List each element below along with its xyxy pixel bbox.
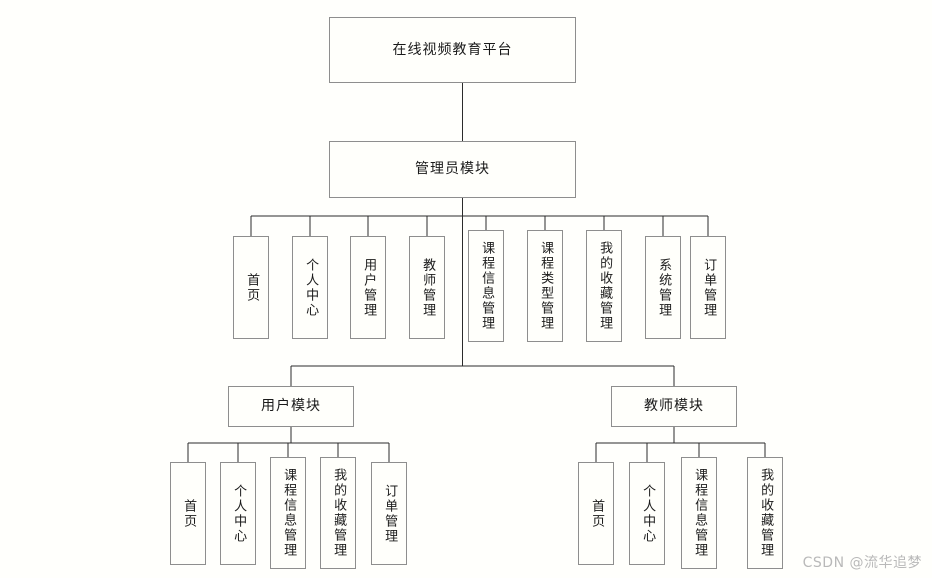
node-label: 我的收藏管理 [331, 468, 347, 558]
node-user-course-info-management[interactable]: 课程信息管理 [270, 457, 306, 569]
node-admin-order-management[interactable]: 订单管理 [690, 236, 726, 339]
node-label: 用户管理 [361, 257, 377, 318]
node-label: 个人中心 [640, 483, 656, 544]
node-label: 用户模块 [261, 398, 321, 415]
node-label: 教师模块 [644, 398, 704, 415]
node-label: 管理员模块 [415, 161, 490, 178]
node-label: 首页 [589, 498, 605, 529]
node-admin-system-management[interactable]: 系统管理 [645, 236, 681, 339]
node-teacher-personal-center[interactable]: 个人中心 [629, 462, 665, 565]
node-admin-course-type-management[interactable]: 课程类型管理 [527, 230, 563, 342]
node-platform-root[interactable]: 在线视频教育平台 [329, 17, 576, 83]
node-user-my-favorites-management[interactable]: 我的收藏管理 [320, 457, 356, 569]
node-label: 系统管理 [656, 257, 672, 318]
node-admin-home[interactable]: 首页 [233, 236, 269, 339]
node-user-order-management[interactable]: 订单管理 [371, 462, 407, 565]
node-label: 在线视频教育平台 [392, 41, 513, 58]
node-label: 课程信息管理 [479, 241, 495, 331]
node-label: 课程信息管理 [281, 468, 297, 558]
node-teacher-course-info-management[interactable]: 课程信息管理 [681, 457, 717, 569]
node-user-home[interactable]: 首页 [170, 462, 206, 565]
node-label: 首页 [181, 498, 197, 529]
node-label: 课程类型管理 [538, 241, 554, 331]
node-label: 首页 [244, 272, 260, 303]
node-admin-personal-center[interactable]: 个人中心 [292, 236, 328, 339]
node-label: 教师管理 [420, 257, 436, 318]
node-label: 订单管理 [382, 483, 398, 544]
node-teacher-my-favorites-management[interactable]: 我的收藏管理 [747, 457, 783, 569]
watermark-text: CSDN @流华追梦 [802, 555, 922, 571]
node-label: 我的收藏管理 [758, 468, 774, 558]
node-teacher-module[interactable]: 教师模块 [611, 386, 737, 427]
node-admin-teacher-management[interactable]: 教师管理 [409, 236, 445, 339]
node-label: 订单管理 [701, 257, 717, 318]
node-admin-module[interactable]: 管理员模块 [329, 141, 576, 198]
node-admin-user-management[interactable]: 用户管理 [350, 236, 386, 339]
node-user-personal-center[interactable]: 个人中心 [220, 462, 256, 565]
node-label: 我的收藏管理 [597, 241, 613, 331]
node-user-module[interactable]: 用户模块 [228, 386, 354, 427]
node-label: 课程信息管理 [692, 468, 708, 558]
node-admin-my-favorites-management[interactable]: 我的收藏管理 [586, 230, 622, 342]
node-label: 个人中心 [231, 483, 247, 544]
node-teacher-home[interactable]: 首页 [578, 462, 614, 565]
node-admin-course-info-management[interactable]: 课程信息管理 [468, 230, 504, 342]
node-label: 个人中心 [303, 257, 319, 318]
